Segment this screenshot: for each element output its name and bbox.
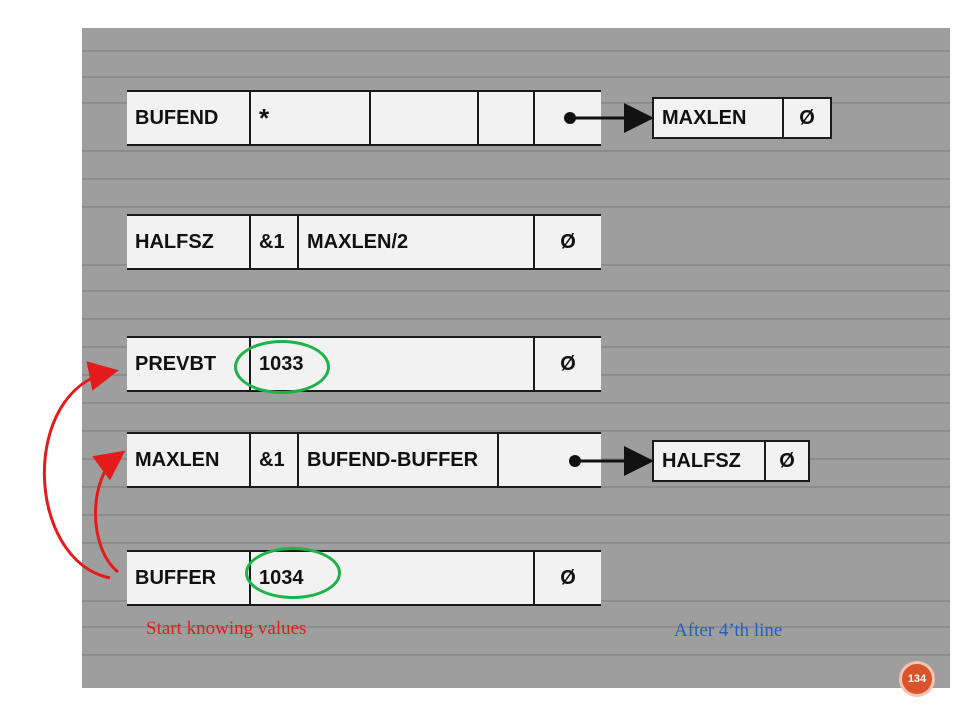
highlight-circle-1033	[234, 340, 330, 394]
symbol-value	[479, 92, 535, 144]
symbol-flag: &1	[251, 434, 299, 486]
symbol-pointer: Ø	[560, 230, 576, 253]
symbol-entry-maxlen: MAXLEN &1 BUFEND-BUFFER	[127, 432, 601, 488]
symbol-entry-prevbt: PREVBT 1033 Ø	[127, 336, 601, 392]
dependent-symbol: MAXLEN	[654, 99, 784, 137]
symbol-expr: BUFEND-BUFFER	[299, 434, 499, 486]
symbol-entry-bufend: BUFEND *	[127, 90, 601, 146]
dependent-node-halfsz: HALFSZ Ø	[652, 440, 810, 482]
red-arrow-outer	[42, 361, 119, 580]
red-arrow-inner	[92, 450, 126, 574]
highlight-circle-1034	[245, 547, 341, 599]
symbol-expr: MAXLEN/2	[299, 216, 535, 268]
pointer-arrow-bufend	[564, 103, 654, 133]
caption-start-knowing: Start knowing values	[146, 618, 307, 639]
symbol-pointer: Ø	[560, 352, 576, 375]
symbol-name: HALFSZ	[127, 216, 251, 268]
symbol-pointer: Ø	[560, 566, 576, 589]
caption-after-4th-line: After 4’th line	[674, 620, 783, 641]
symbol-name: MAXLEN	[127, 434, 251, 486]
dependent-node-maxlen: MAXLEN Ø	[652, 97, 832, 139]
symbol-name: BUFEND	[127, 92, 251, 144]
dependent-symbol: HALFSZ	[654, 442, 766, 480]
symbol-entry-buffer: BUFFER 1034 Ø	[127, 550, 601, 606]
symbol-flag: *	[251, 92, 371, 144]
symbol-flag: &1	[251, 216, 299, 268]
symbol-expr	[371, 92, 479, 144]
dependent-next: Ø	[779, 449, 795, 472]
dependent-next: Ø	[799, 106, 815, 129]
symbol-entry-halfsz: HALFSZ &1 MAXLEN/2 Ø	[127, 214, 601, 270]
page-number-badge: 134	[902, 664, 932, 694]
pointer-arrow-maxlen	[569, 446, 654, 476]
